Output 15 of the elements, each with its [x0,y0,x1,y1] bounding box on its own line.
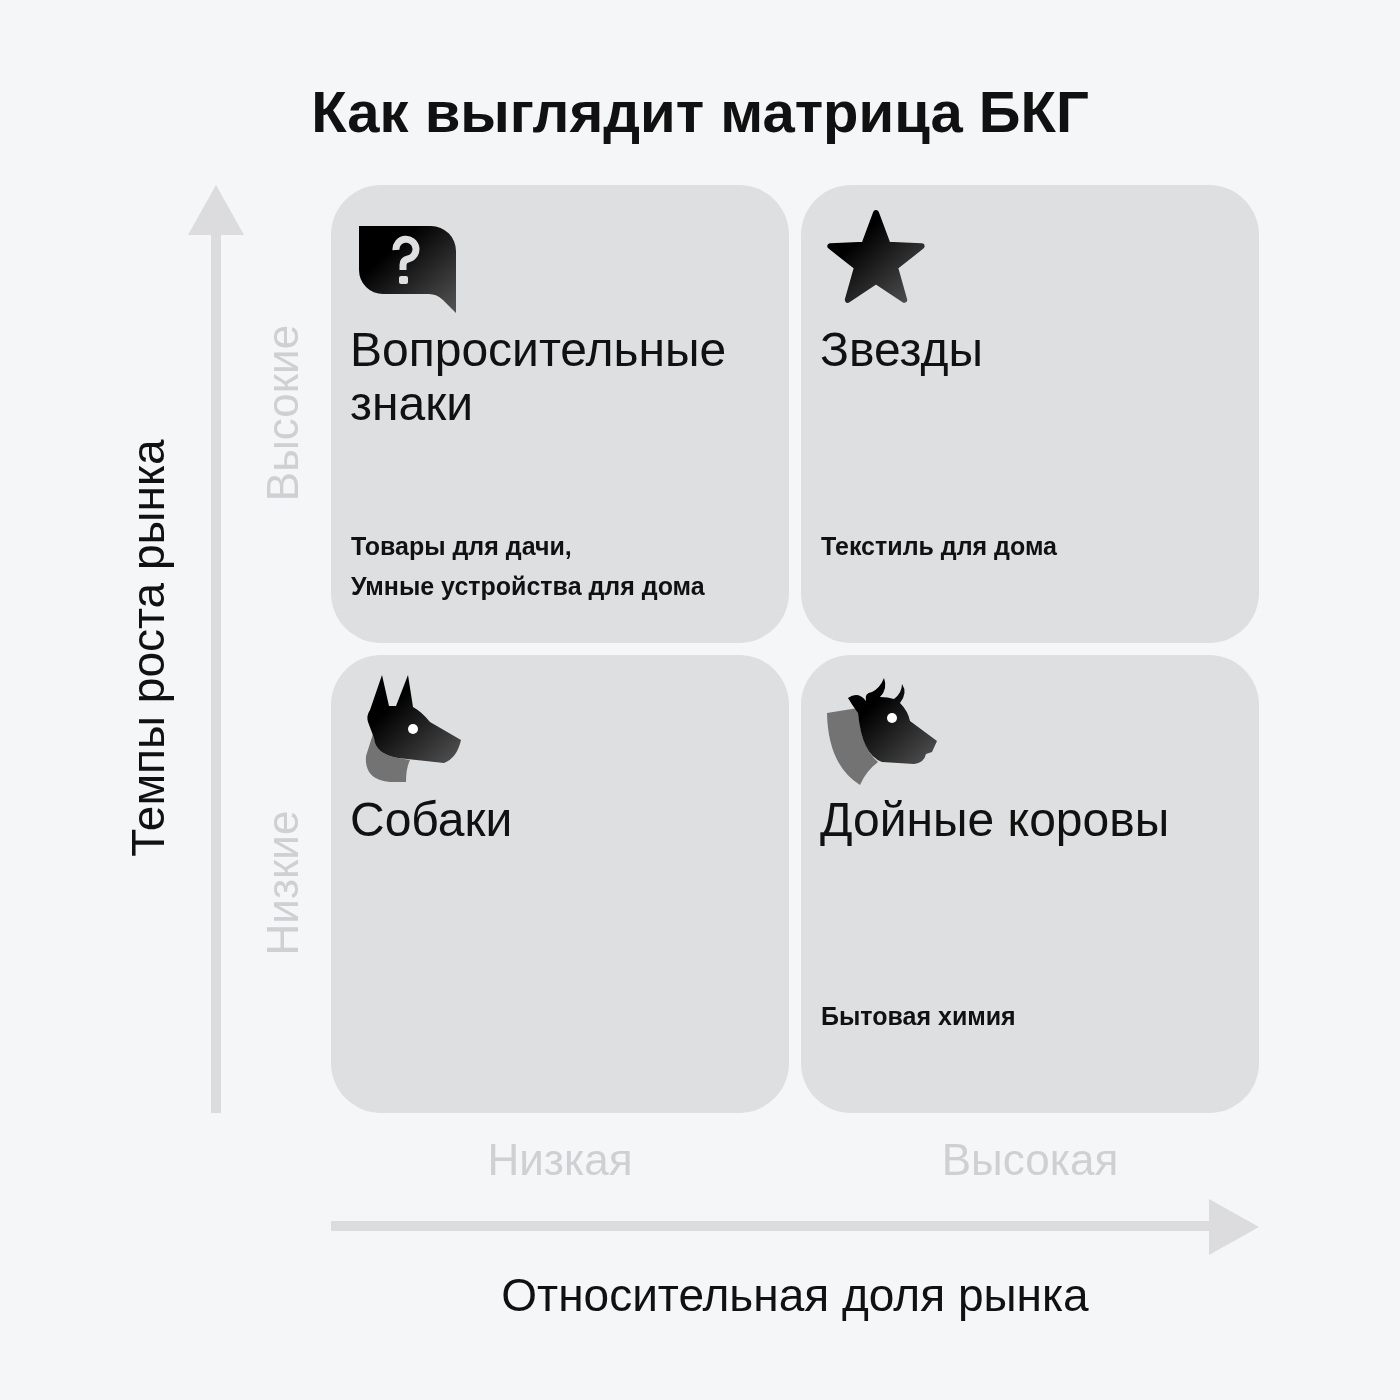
quadrant-card [331,185,789,643]
quadrant-title: Звезды [820,323,985,377]
quadrant-card [801,655,1259,1113]
quadrant-title: Вопросительные знаки [350,323,728,431]
category-text: Бытовая химия [821,1001,1016,1032]
category-text: Товары для дачи, [351,531,573,562]
axis-title: Относительная доля рынка [501,1268,1089,1322]
quadrant-card [801,185,1259,643]
category-text: Умные устройства для дома [351,571,705,602]
title: Как выглядит матрица БКГ [311,78,1089,146]
quadrant-title: Дойные коровы [820,793,1171,847]
category-text: Текстиль для дома [821,531,1057,562]
quadrant-card [331,655,789,1113]
axis-title: Темпы роста рынка [121,439,175,857]
quadrant-title: Собаки [350,793,514,847]
